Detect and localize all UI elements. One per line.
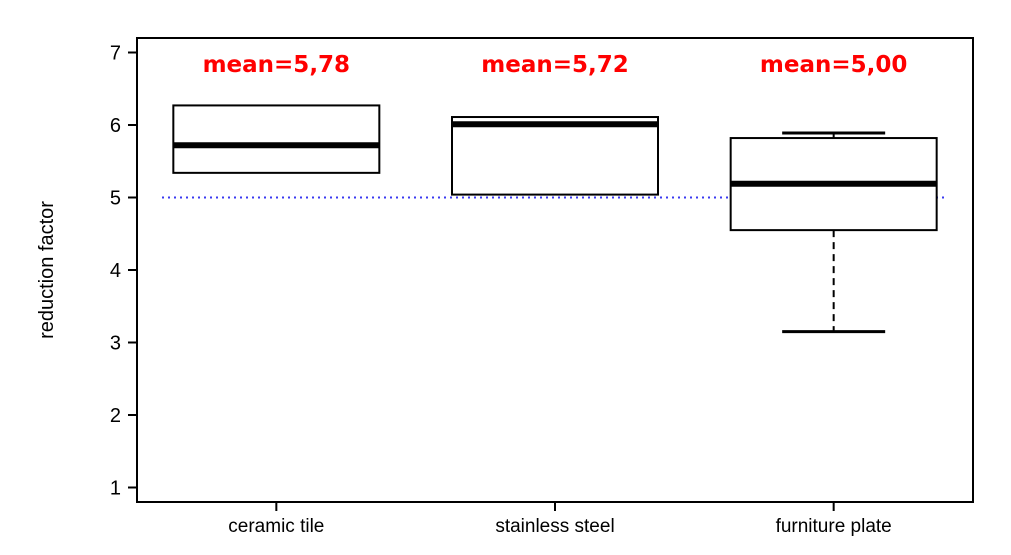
x-tick-label: furniture plate	[776, 516, 892, 537]
mean-label: mean=5,78	[203, 52, 350, 78]
box-iqr	[451, 116, 659, 196]
y-tick-label: 3	[110, 333, 121, 355]
y-tick-label: 5	[110, 188, 121, 210]
y-tick-label: 1	[110, 478, 121, 500]
box-iqr	[172, 104, 381, 174]
box-ceramic-tile	[172, 104, 381, 174]
y-axis-label: reduction factor	[36, 201, 58, 339]
mean-label: mean=5,00	[760, 52, 907, 78]
x-tick-label: ceramic tile	[228, 516, 324, 537]
mean-label: mean=5,72	[481, 52, 628, 78]
box-furniture-plate	[729, 131, 938, 334]
box-stainless-steel	[451, 116, 659, 196]
y-tick-label: 6	[110, 115, 121, 137]
y-tick-label: 4	[110, 260, 121, 282]
y-tick-label: 7	[110, 43, 121, 65]
y-tick-label: 2	[110, 405, 121, 427]
x-tick-label: stainless steel	[495, 516, 614, 537]
